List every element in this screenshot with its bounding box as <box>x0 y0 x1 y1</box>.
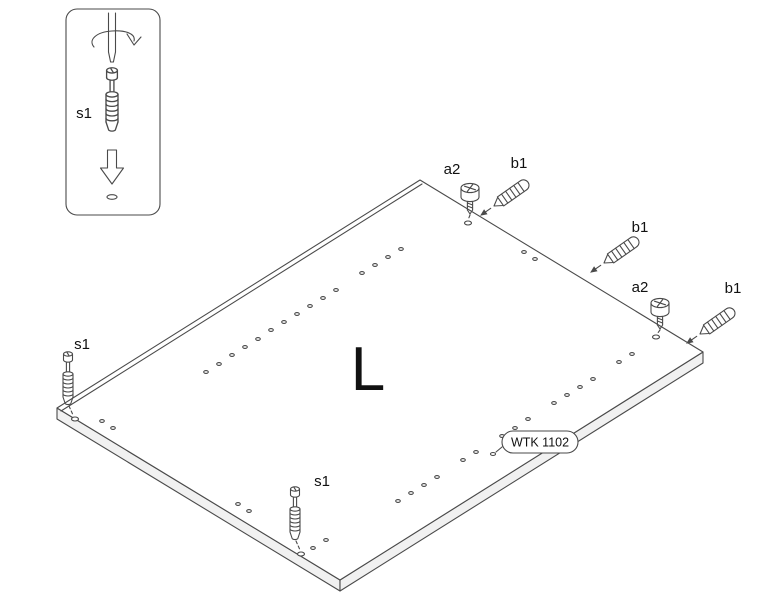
screw-b1-top <box>476 177 532 221</box>
callout-b1-right: b1 <box>725 280 742 297</box>
panel-board <box>56 179 704 592</box>
rotation-arrow-icon <box>91 30 142 48</box>
callout-s1-bottom: s1 <box>314 473 330 490</box>
badge-leader-line <box>495 446 503 453</box>
hole <box>70 416 80 422</box>
callout-b1-middle: b1 <box>632 219 649 236</box>
panel-back-edge-line <box>60 183 423 412</box>
insertion-guide-line <box>467 214 471 221</box>
screwdriver-icon <box>107 12 117 63</box>
fittings <box>62 177 738 557</box>
panel-top-face <box>56 179 704 581</box>
hole <box>463 220 473 226</box>
inset-border <box>65 8 161 216</box>
inset-part-label: s1 <box>76 105 92 122</box>
inset-detail-box: s1 <box>65 8 161 216</box>
callout-a2-top: a2 <box>444 161 461 178</box>
part-code-text: WTK 1102 <box>511 436 569 450</box>
panel-holes <box>99 247 635 550</box>
insert-down-arrow-icon <box>99 149 125 185</box>
dowel-s1-left <box>62 351 74 406</box>
hole <box>489 451 497 457</box>
hole <box>651 334 661 340</box>
insertion-guide-line <box>656 329 661 335</box>
panel-letter: L <box>351 335 385 404</box>
callout-a2-right: a2 <box>632 279 649 296</box>
insertion-guide-line <box>295 540 301 551</box>
screw-b1-right <box>682 305 738 349</box>
hole <box>106 194 118 200</box>
screw-b1-middle <box>586 234 642 278</box>
callout-s1-left: s1 <box>74 336 90 353</box>
part-code-badge: WTK 1102 <box>489 430 579 457</box>
hole <box>296 551 306 557</box>
badge-outline <box>501 430 579 454</box>
callout-labels: a2 b1 b1 a2 b1 s1 s1 <box>74 155 741 490</box>
insertion-guide-line <box>68 405 74 416</box>
callout-b1-top: b1 <box>511 155 528 172</box>
